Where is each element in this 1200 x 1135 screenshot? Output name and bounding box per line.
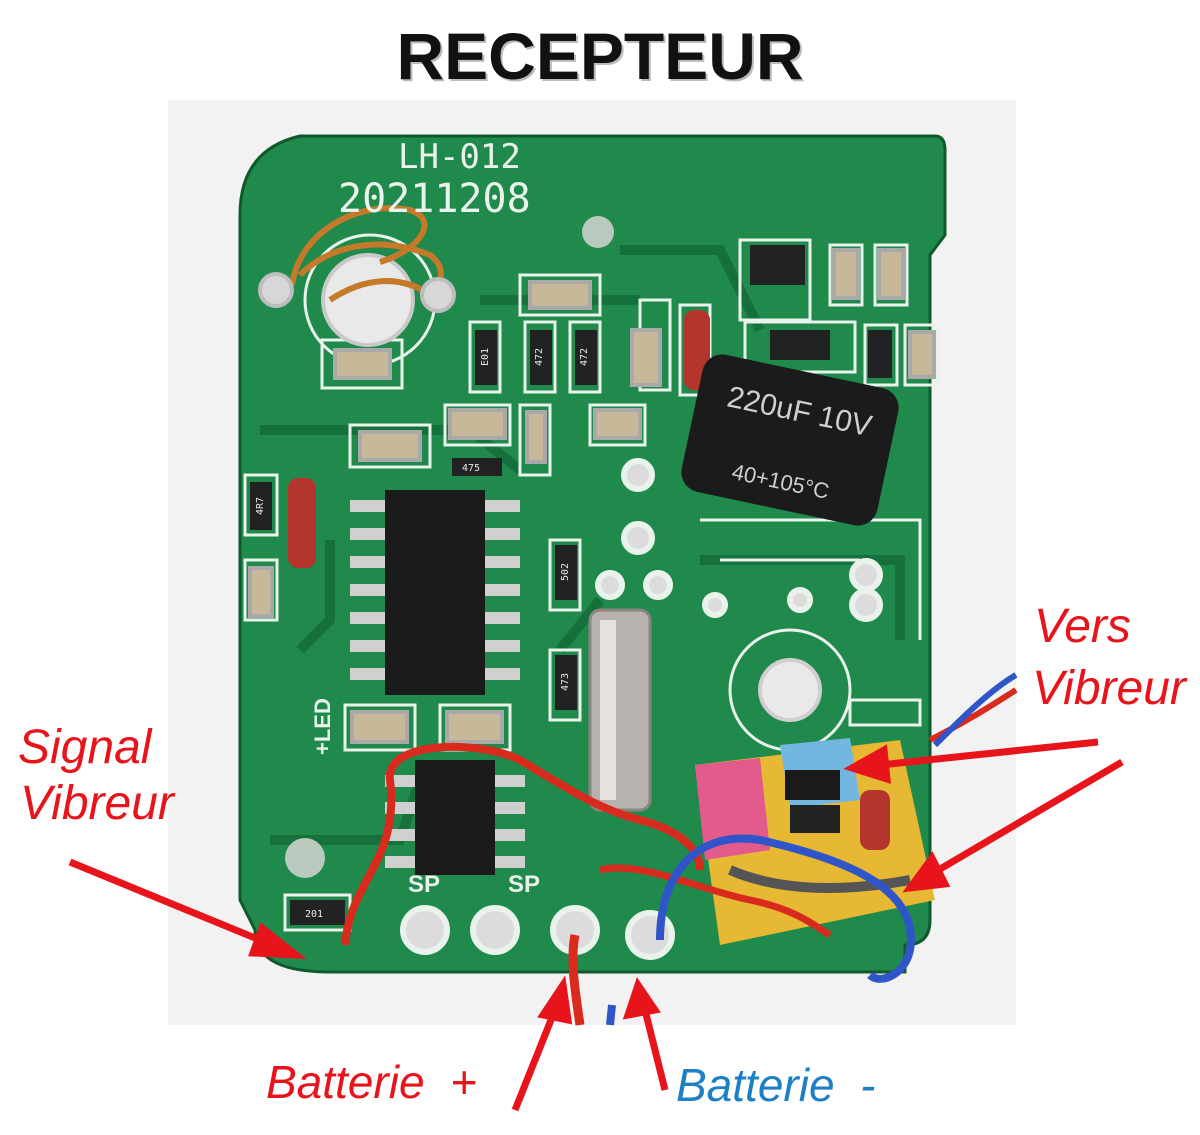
pcb-model-text: LH-012: [398, 137, 521, 177]
red-wire-vibrator: [599, 864, 832, 939]
res-code: 201: [305, 909, 323, 920]
pcb-sp1-text: SP: [408, 871, 440, 898]
arrow-batt-minus-head: [622, 977, 661, 1020]
arrow-vers-head-2: [902, 851, 951, 893]
label-signal-line1: Signal: [18, 721, 152, 774]
label-signal-line2: Vibreur: [20, 777, 174, 830]
arrow-batt-minus: [641, 1009, 669, 1091]
label-signal-vibreur: Signal Vibreur: [18, 720, 174, 832]
res-code: 502: [560, 563, 571, 581]
res-code: 472: [579, 348, 590, 366]
blue-wire-loop: [656, 834, 915, 983]
arrow-vers-vibreur-1: [879, 738, 1099, 769]
blue-wire-out: [932, 672, 1018, 748]
res-code: 472: [534, 348, 545, 366]
label-batterie-minus: Batterie -: [676, 1059, 876, 1111]
arrow-signal-head: [248, 922, 307, 959]
label-vers-line1: Vers: [1034, 600, 1131, 653]
mount-hole-bottom: [285, 838, 325, 878]
arrow-vers-head-1: [843, 744, 892, 784]
mount-hole-top: [582, 216, 614, 248]
pcb-date-text: 20211208: [338, 176, 531, 222]
red-wire-out: [928, 687, 1018, 743]
transistor: [750, 245, 805, 285]
label-vers-line2: Vibreur: [1032, 662, 1186, 715]
res-code: 473: [560, 673, 571, 691]
resistor-codes: E01 472 472 475 502 473 4R7 201: [255, 348, 590, 920]
page-title: RECEPTEUR: [396, 19, 804, 93]
res-code: 475: [462, 463, 480, 474]
res-code: E01: [480, 348, 491, 366]
pcb-led-text: +LED: [310, 698, 335, 755]
arrow-signal-vibreur: [68, 858, 274, 949]
electrolytic-capacitor: 220uF 10V 40+105°C: [681, 354, 899, 526]
red-wire-signal: [341, 742, 704, 946]
pcb-sp2-text: SP: [508, 871, 540, 898]
mount-hole-center: [758, 658, 822, 722]
res-code: 4R7: [255, 497, 266, 515]
red-wire-battery: [568, 934, 585, 1026]
arrow-batt-plus-head: [537, 975, 573, 1025]
ic-main: [350, 490, 520, 695]
mount-hole-antenna: [321, 253, 415, 347]
crystal: [588, 608, 652, 812]
smd-components: [248, 248, 936, 925]
label-batterie-plus: Batterie +: [266, 1056, 477, 1108]
arrow-batt-plus: [511, 1008, 559, 1112]
label-vers-vibreur: Vers Vibreur: [1032, 596, 1186, 720]
blue-wire-battery: [606, 1004, 616, 1026]
arrow-vers-vibreur-2: [933, 758, 1124, 876]
diode-left: [288, 478, 316, 568]
annotation-arrows: [68, 738, 1124, 1112]
